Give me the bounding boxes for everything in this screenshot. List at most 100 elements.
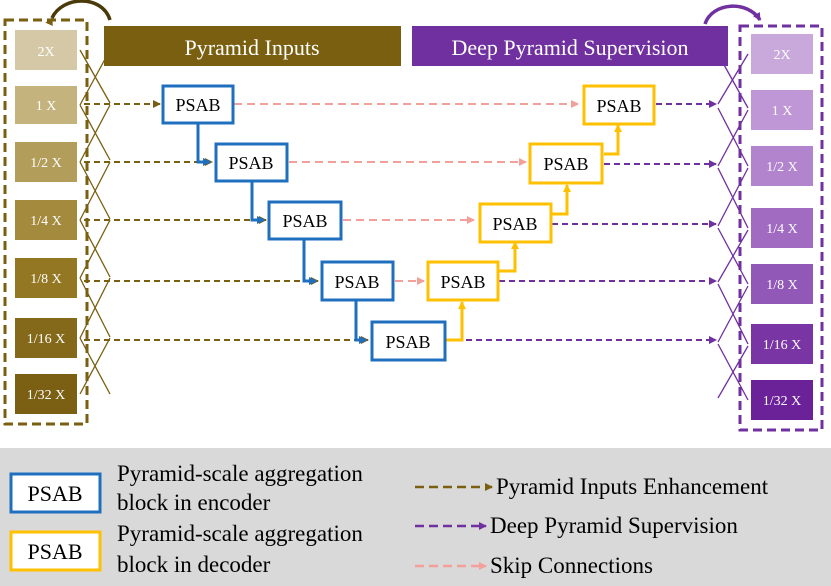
input-scale-label: 1 X xyxy=(36,99,57,114)
decoder-block-box xyxy=(478,202,553,244)
output-scale-box xyxy=(751,208,813,248)
decoder-block-label: PSAB xyxy=(440,272,485,292)
deep-supervision-banner xyxy=(412,26,728,66)
output-scale-box xyxy=(751,146,813,186)
output-scale-label: 1/16 X xyxy=(763,338,802,353)
input-scale-label: 1/4 X xyxy=(30,214,62,229)
decoder-block-box xyxy=(582,84,656,126)
output-column-frame xyxy=(738,24,824,432)
output-scale-sixteenth: 1/16 X xyxy=(751,324,813,364)
legend-decoder-swatch-label: PSAB xyxy=(27,539,82,564)
output-scale-box xyxy=(751,34,813,74)
legend-encoder-desc-line2: block in encoder xyxy=(117,490,271,515)
output-scale-quarter: 1/4 X xyxy=(751,208,813,248)
output-scale-thirtysecond: 1/32 X xyxy=(751,380,813,420)
deep-supervision-header: Deep Pyramid Supervision xyxy=(412,26,728,66)
input-cross-arrows xyxy=(79,49,111,395)
input-scale-box xyxy=(15,86,77,124)
encoder-block-label: PSAB xyxy=(228,153,273,173)
input-scale-half: 1/2 X xyxy=(15,142,77,182)
input-loop-arrow xyxy=(45,0,112,27)
output-scale-label: 1/4 X xyxy=(766,222,798,237)
encoder-block-label: PSAB xyxy=(334,272,379,292)
encoder-path-arrows xyxy=(196,123,367,344)
input-scale-box xyxy=(15,30,77,70)
input-scale-label: 1/32 X xyxy=(27,388,66,403)
output-scale-label: 1/2 X xyxy=(766,160,798,175)
input-scale-box xyxy=(15,258,77,298)
output-scale-eighth: 1/8 X xyxy=(751,264,813,304)
input-scale-box xyxy=(15,142,77,182)
input-scale-sixteenth: 1/16 X xyxy=(15,318,77,358)
input-enhancement-arrows xyxy=(84,100,369,344)
encoder-block-box xyxy=(267,200,343,241)
legend-encoder-swatch xyxy=(9,472,102,514)
decoder-block-4: PSAB xyxy=(582,84,656,126)
input-scale-label: 1/8 X xyxy=(30,272,62,287)
encoder-block-1: PSAB xyxy=(161,84,235,125)
legend-supervision-label: Deep Pyramid Supervision xyxy=(490,513,738,538)
input-scale-label: 2X xyxy=(37,45,54,60)
decoder-block-box xyxy=(426,260,500,302)
output-scale-label: 1 X xyxy=(772,104,793,119)
output-scale-box xyxy=(751,380,813,420)
legend-decoder-desc-line1: Pyramid-scale aggregation xyxy=(117,521,363,546)
decoder-block-1: PSAB xyxy=(426,260,500,302)
output-cross-arrows xyxy=(717,53,749,401)
encoder-block-2: PSAB xyxy=(214,142,289,183)
decoder-block-label: PSAB xyxy=(492,214,537,234)
output-scale-label: 1/32 X xyxy=(763,394,802,409)
decoder-block-3: PSAB xyxy=(528,142,604,185)
decoder-block-box xyxy=(528,142,604,185)
input-scale-1x: 1 X xyxy=(15,86,77,124)
output-scale-label: 2X xyxy=(773,48,790,63)
legend-background xyxy=(0,448,831,586)
pyramid-inputs-title: Pyramid Inputs xyxy=(184,35,319,60)
output-scale-box xyxy=(751,324,813,364)
encoder-block-box xyxy=(214,142,289,183)
output-scale-2x: 2X xyxy=(751,34,813,74)
input-scale-box xyxy=(15,318,77,358)
encoder-block-5: PSAB xyxy=(370,320,447,362)
legend-encoder-swatch-label: PSAB xyxy=(27,481,82,506)
output-scale-1x: 1 X xyxy=(751,90,813,130)
legend-decoder-swatch xyxy=(9,530,102,572)
legend-input-label: Pyramid Inputs Enhancement xyxy=(496,474,769,499)
input-scale-box xyxy=(15,374,77,414)
decoder-path-arrows xyxy=(446,124,622,342)
decoder-block-label: PSAB xyxy=(543,154,588,174)
output-scale-label: 1/8 X xyxy=(766,278,798,293)
encoder-block-3: PSAB xyxy=(267,200,343,241)
encoder-block-box xyxy=(370,320,447,362)
legend-decoder-desc-line2: block in decoder xyxy=(117,552,271,577)
encoder-block-label: PSAB xyxy=(385,332,430,352)
input-scale-thirtysecond: 1/32 X xyxy=(15,374,77,414)
skip-connection-arrows xyxy=(234,100,579,285)
output-scale-box xyxy=(751,90,813,130)
decoder-block-label: PSAB xyxy=(596,96,641,116)
deep-supervision-title: Deep Pyramid Supervision xyxy=(451,35,688,60)
encoder-block-label: PSAB xyxy=(282,211,327,231)
encoder-block-box xyxy=(320,260,395,302)
encoder-block-box xyxy=(161,84,235,125)
input-column-frame xyxy=(3,18,89,426)
encoder-block-4: PSAB xyxy=(320,260,395,302)
legend-encoder-desc-line1: Pyramid-scale aggregation xyxy=(117,461,363,486)
pyramid-inputs-header: Pyramid Inputs xyxy=(104,26,401,66)
encoder-block-label: PSAB xyxy=(175,95,220,115)
input-scale-label: 1/16 X xyxy=(27,332,66,347)
output-scale-box xyxy=(751,264,813,304)
input-scale-2x: 2X xyxy=(15,30,77,70)
input-scale-quarter: 1/4 X xyxy=(15,200,77,240)
input-scale-eighth: 1/8 X xyxy=(15,258,77,298)
output-loop-arrow xyxy=(703,4,762,25)
pyramid-inputs-banner xyxy=(104,26,401,66)
deep-supervision-arrows xyxy=(466,100,717,344)
decoder-block-2: PSAB xyxy=(478,202,553,244)
legend: PSAB Pyramid-scale aggregation block in … xyxy=(0,448,831,586)
legend-skip-label: Skip Connections xyxy=(490,553,653,578)
output-scale-half: 1/2 X xyxy=(751,146,813,186)
input-scale-box xyxy=(15,200,77,240)
input-scale-label: 1/2 X xyxy=(30,156,62,171)
